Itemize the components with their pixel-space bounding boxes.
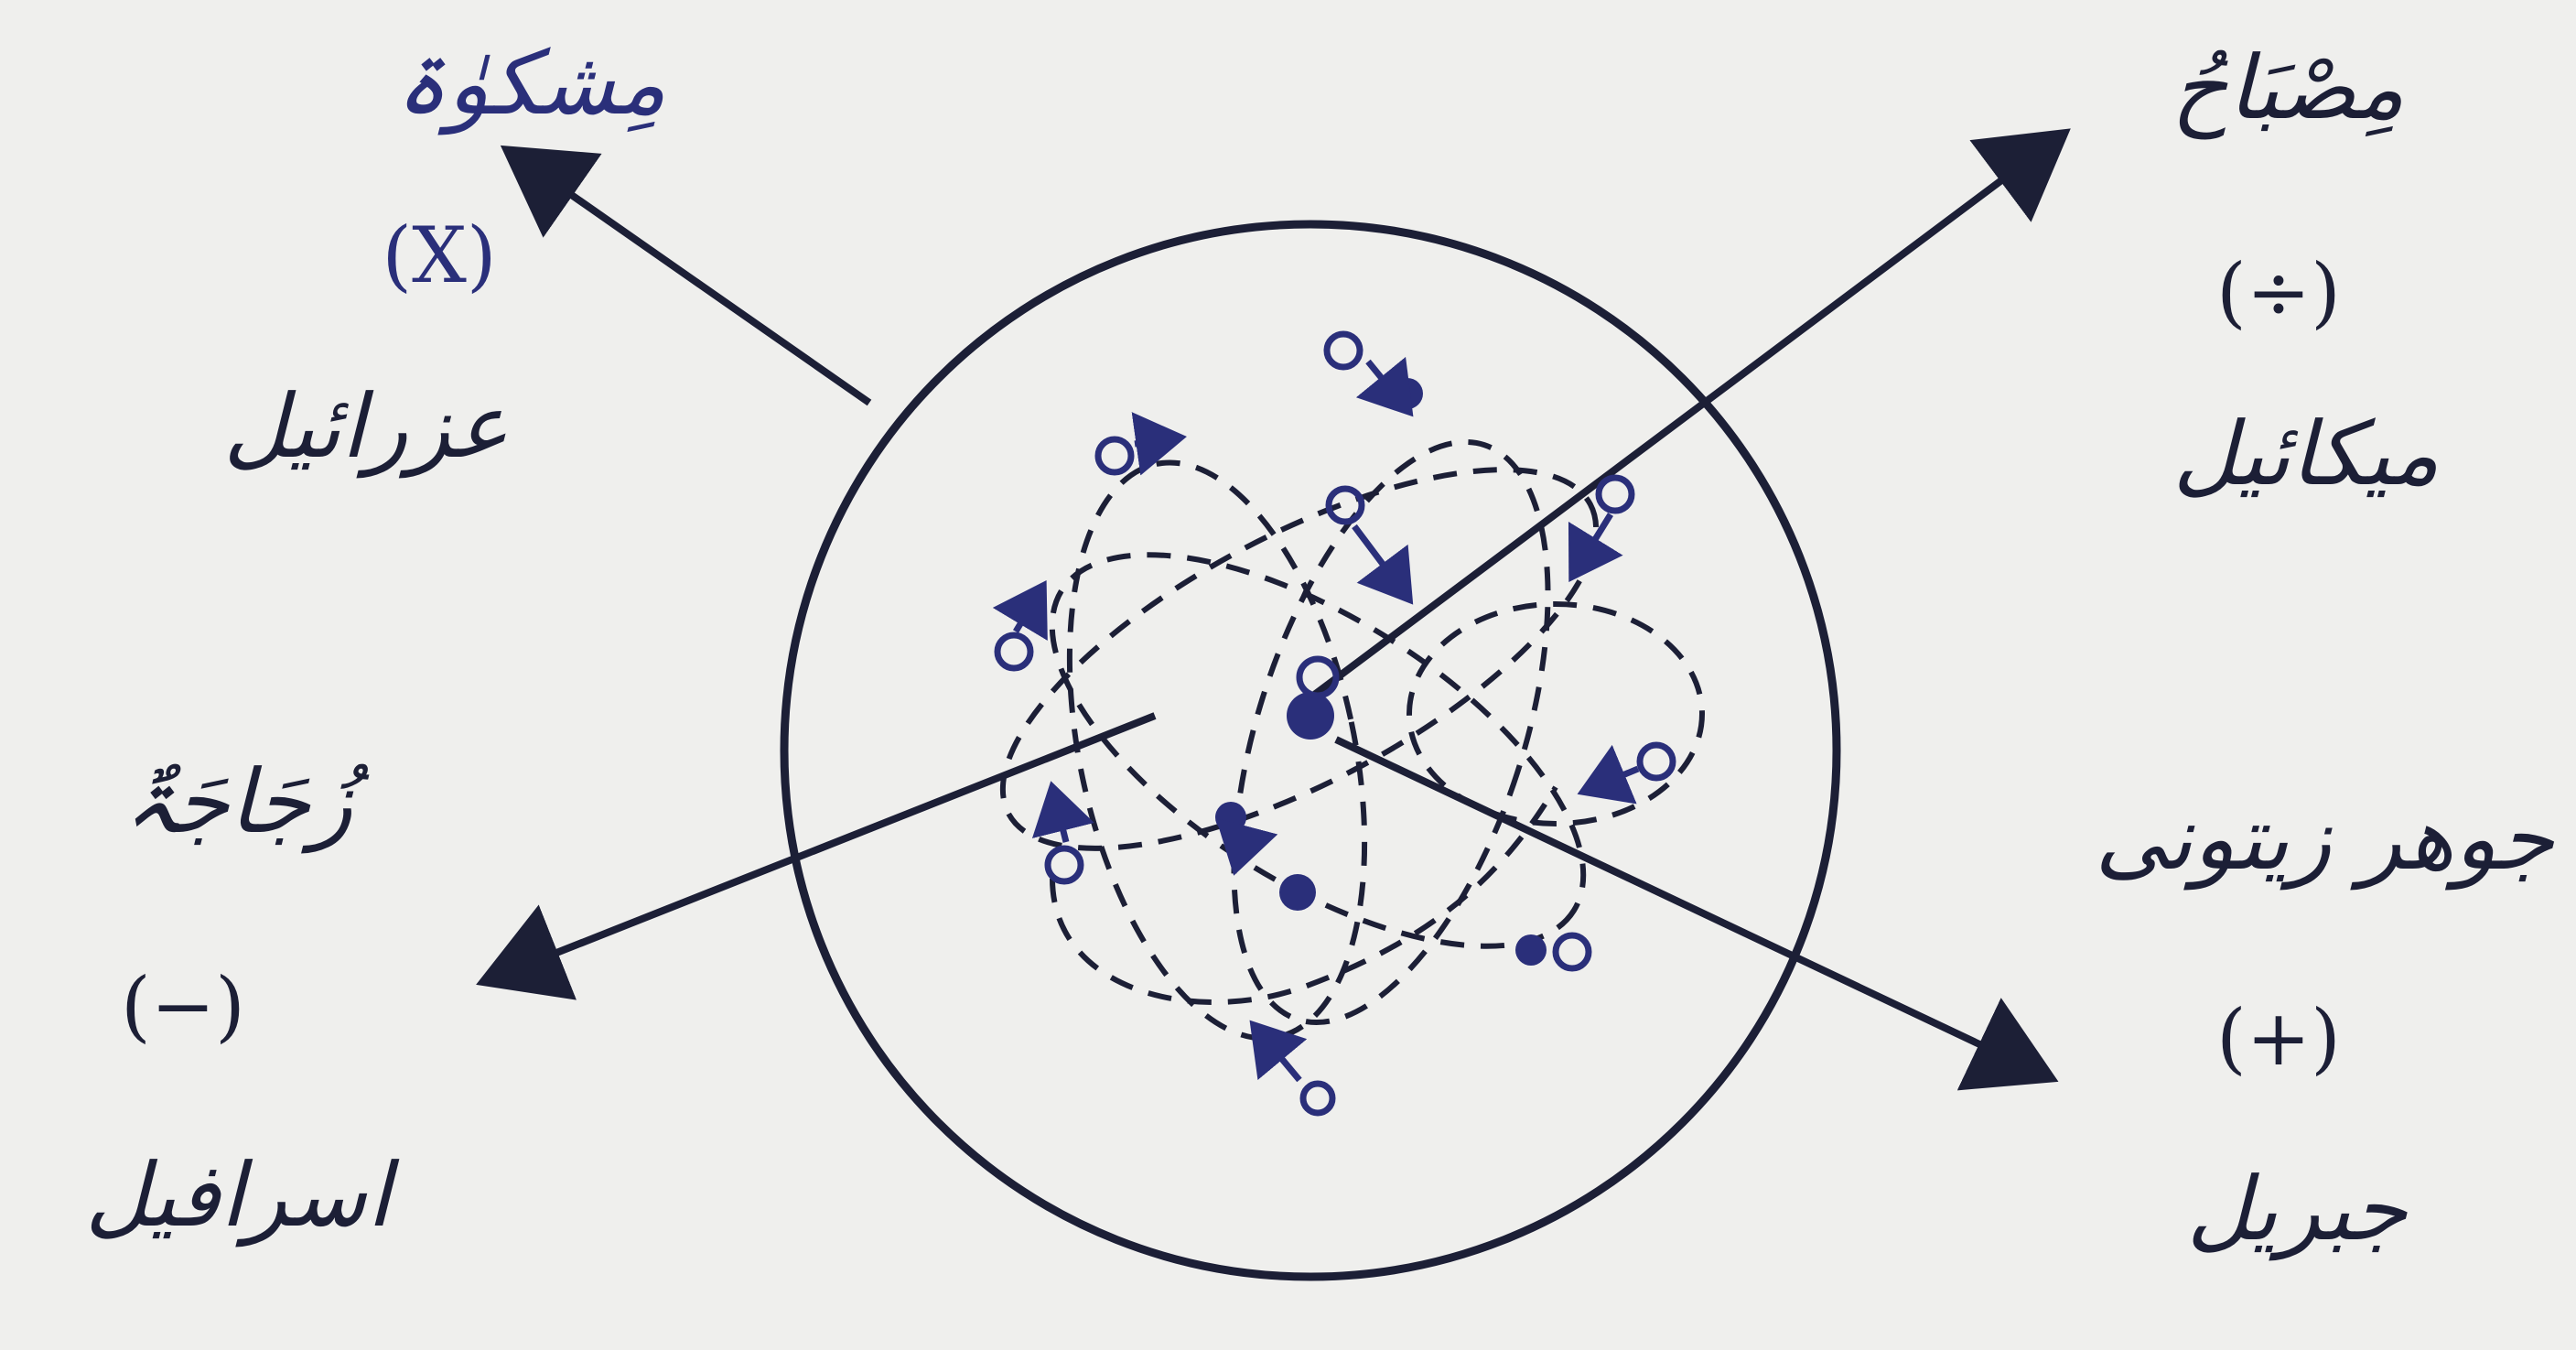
label-azrael: عزرائیل — [174, 375, 558, 478]
motion-arrow — [1052, 787, 1066, 842]
motion-arrow — [1354, 526, 1409, 599]
motion-arrow — [1016, 586, 1043, 632]
electron — [1303, 1084, 1332, 1113]
symbol-minus: (−) — [92, 961, 275, 1051]
label-jibril: جبریل — [2077, 1158, 2517, 1260]
motion-arrow — [1135, 437, 1180, 444]
label-israfil: اسرافیل — [0, 1144, 476, 1247]
label-jauhar-zaituni: جوھر زیتونی — [2077, 787, 2571, 890]
orbit-4 — [1171, 404, 1611, 1060]
arrow-top-left — [512, 154, 869, 403]
electron-filled — [1515, 934, 1547, 966]
electron — [1599, 478, 1632, 511]
symbol-multiply: (X) — [357, 211, 522, 300]
electron — [1327, 334, 1360, 367]
motion-arrow — [1583, 769, 1638, 792]
electron — [1556, 935, 1589, 968]
electron — [997, 635, 1030, 668]
symbol-plus: (+) — [2187, 993, 2370, 1083]
arrow-bottom-right — [1336, 740, 2045, 1075]
label-mikail: میکائیل — [2105, 403, 2507, 505]
electron — [1640, 745, 1673, 778]
electron-filled — [1279, 874, 1316, 911]
outer-circle — [784, 224, 1837, 1277]
arrow-top-right — [1313, 137, 2059, 696]
orbit-2 — [991, 478, 1644, 1023]
symbol-divide: (÷) — [2187, 247, 2370, 337]
motion-arrow — [1572, 514, 1611, 577]
label-misbah: مِصْبَاحُ — [2086, 37, 2489, 139]
electrons — [997, 334, 1673, 1113]
label-zujaja: زُجَاجَۃٌ — [0, 751, 476, 853]
motion-arrow — [1235, 835, 1245, 869]
electron — [1098, 439, 1131, 472]
electron-filled — [1215, 802, 1246, 833]
electron — [1048, 848, 1081, 881]
label-mishkat: مِشکوٰۃ — [339, 32, 723, 135]
nucleus — [1287, 692, 1334, 740]
